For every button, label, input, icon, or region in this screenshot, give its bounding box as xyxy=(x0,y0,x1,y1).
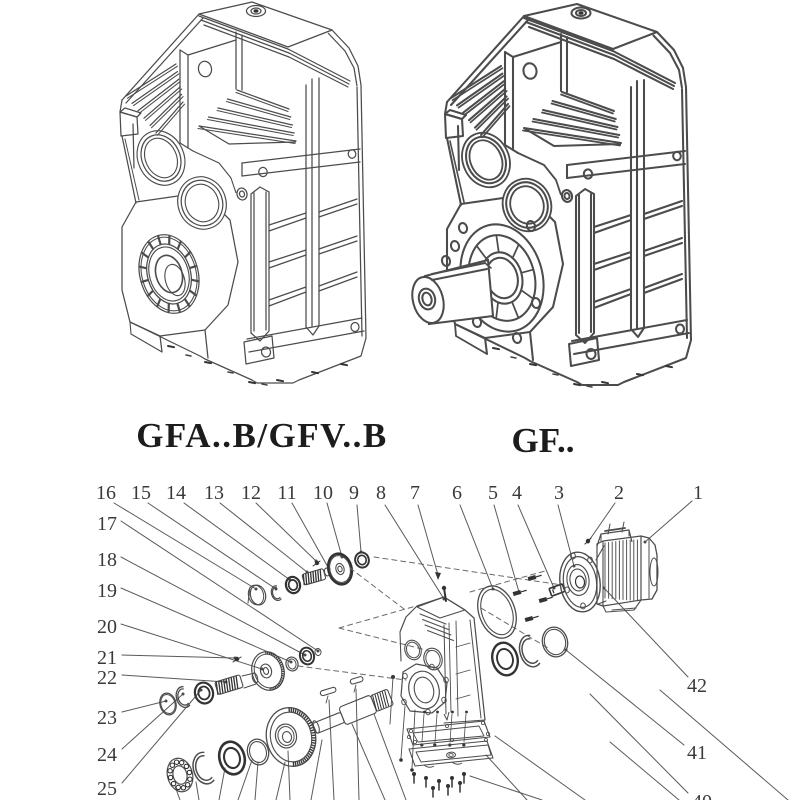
svg-text:9: 9 xyxy=(349,482,359,504)
svg-text:22: 22 xyxy=(97,667,117,689)
svg-text:4: 4 xyxy=(512,482,522,504)
svg-text:24: 24 xyxy=(97,744,117,766)
svg-text:1: 1 xyxy=(693,482,703,504)
svg-text:GFA..B/GFV..B: GFA..B/GFV..B xyxy=(136,416,388,455)
svg-text:GF..: GF.. xyxy=(512,421,575,460)
svg-text:14: 14 xyxy=(166,482,186,504)
svg-text:25: 25 xyxy=(97,778,117,800)
svg-text:17: 17 xyxy=(97,513,117,535)
svg-text:20: 20 xyxy=(97,616,117,638)
svg-text:18: 18 xyxy=(97,549,117,571)
svg-text:11: 11 xyxy=(277,482,296,504)
svg-text:12: 12 xyxy=(241,482,261,504)
svg-text:3: 3 xyxy=(554,482,564,504)
svg-text:16: 16 xyxy=(96,482,116,504)
svg-text:23: 23 xyxy=(97,707,117,729)
svg-text:15: 15 xyxy=(131,482,151,504)
svg-text:8: 8 xyxy=(376,482,386,504)
svg-text:5: 5 xyxy=(488,482,498,504)
svg-text:2: 2 xyxy=(614,482,624,504)
svg-text:42: 42 xyxy=(687,675,707,697)
svg-text:10: 10 xyxy=(313,482,333,504)
svg-text:19: 19 xyxy=(97,580,117,602)
svg-text:41: 41 xyxy=(687,742,707,764)
svg-text:7: 7 xyxy=(410,482,420,504)
svg-text:13: 13 xyxy=(204,482,224,504)
svg-text:21: 21 xyxy=(97,647,117,669)
svg-text:40: 40 xyxy=(692,791,712,800)
svg-text:6: 6 xyxy=(452,482,462,504)
